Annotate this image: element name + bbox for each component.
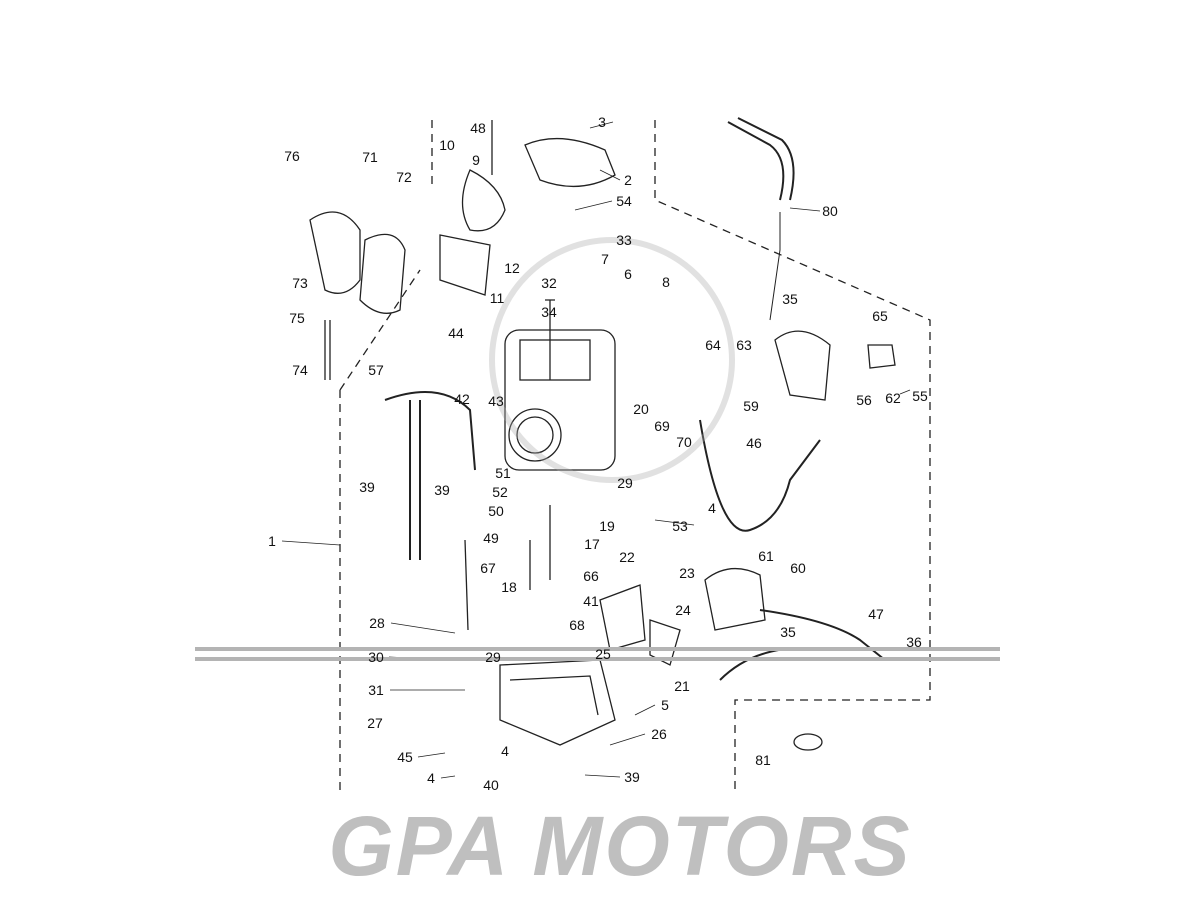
- part-label: 81: [755, 752, 771, 768]
- part-label: 64: [705, 337, 721, 353]
- part-label: 42: [454, 391, 470, 407]
- sensor-61: [704, 568, 766, 631]
- part-label: 2: [624, 172, 632, 188]
- part-label: 40: [483, 777, 499, 793]
- part-label: 23: [679, 565, 695, 581]
- part-label: 66: [583, 568, 599, 584]
- part-label: 20: [633, 401, 649, 417]
- plate-12: [439, 234, 491, 296]
- part-65: [867, 344, 896, 369]
- part-label: 45: [397, 749, 413, 765]
- part-label: 35: [780, 624, 796, 640]
- part-label: 33: [616, 232, 632, 248]
- part-label: 1: [268, 533, 276, 549]
- part-label: 39: [359, 479, 375, 495]
- part-label: 67: [480, 560, 496, 576]
- part-label: 54: [616, 193, 632, 209]
- part-label: 4: [501, 743, 509, 759]
- part-label: 57: [368, 362, 384, 378]
- part-label: 36: [906, 634, 922, 650]
- part-label: 72: [396, 169, 412, 185]
- part-label: 21: [674, 678, 690, 694]
- watermark-emblem: [489, 237, 735, 483]
- part-label: 73: [292, 275, 308, 291]
- cover-71: [309, 211, 361, 294]
- part-label: 43: [488, 393, 504, 409]
- part-label: 29: [617, 475, 633, 491]
- part-label: 53: [672, 518, 688, 534]
- part-label: 71: [362, 149, 378, 165]
- part-label: 39: [624, 769, 640, 785]
- part-label: 8: [662, 274, 670, 290]
- part-label: 25: [595, 646, 611, 662]
- part-label: 31: [368, 682, 384, 698]
- part-label: 4: [427, 770, 435, 786]
- part-label: 41: [583, 593, 599, 609]
- part-label: 76: [284, 148, 300, 164]
- part-label: 55: [912, 388, 928, 404]
- part-label: 74: [292, 362, 308, 378]
- part-label: 11: [489, 290, 505, 306]
- part-label: 75: [289, 310, 305, 326]
- clamp-81: [793, 733, 823, 751]
- part-label: 62: [885, 390, 901, 406]
- cable-46: [699, 419, 821, 532]
- watermark-lines: [195, 647, 1000, 661]
- bracket-21: [599, 584, 681, 666]
- watermark-logo: GPA MOTORS: [328, 799, 912, 893]
- part-label: 63: [736, 337, 752, 353]
- part-label: 49: [483, 530, 499, 546]
- needle: [464, 539, 469, 631]
- bracket-59: [774, 330, 831, 401]
- part-label: 6: [624, 266, 632, 282]
- part-label: 48: [470, 120, 486, 136]
- part-label: 47: [868, 606, 884, 622]
- float-bowl: [499, 659, 616, 746]
- part-label: 28: [369, 615, 385, 631]
- part-label: 65: [872, 308, 888, 324]
- part-label: 50: [488, 503, 504, 519]
- part-label: 34: [541, 304, 557, 320]
- part-label: 3: [598, 114, 606, 130]
- part-label: 9: [472, 152, 480, 168]
- hose-80: [727, 117, 795, 201]
- part-label: 12: [504, 260, 520, 276]
- hose-57: [384, 391, 476, 560]
- part-label: 60: [790, 560, 806, 576]
- part-label: 46: [746, 435, 762, 451]
- part-label: 17: [584, 536, 600, 552]
- gasket-72: [359, 233, 406, 314]
- part-label: 22: [619, 549, 635, 565]
- carburetor-body: [504, 299, 616, 471]
- part-label: 27: [367, 715, 383, 731]
- part-label: 29: [485, 649, 501, 665]
- part-label: 30: [368, 649, 384, 665]
- part-label: 10: [439, 137, 455, 153]
- part-label: 59: [743, 398, 759, 414]
- cable-47: [719, 609, 886, 681]
- part-label: 19: [599, 518, 615, 534]
- part-label: 24: [675, 602, 691, 618]
- part-label: 56: [856, 392, 872, 408]
- part-label: 18: [501, 579, 517, 595]
- dashed-boundary: [339, 120, 931, 790]
- part-label: 7: [601, 251, 609, 267]
- part-label: 5: [661, 697, 669, 713]
- part-label: 39: [434, 482, 450, 498]
- part-label: 80: [822, 203, 838, 219]
- part-label: 61: [758, 548, 774, 564]
- top-cover: [524, 137, 616, 188]
- part-label: 4: [708, 500, 716, 516]
- leader-lines: [281, 121, 911, 779]
- part-label: 51: [495, 465, 511, 481]
- part-label: 68: [569, 617, 585, 633]
- part-label: 52: [492, 484, 508, 500]
- part-label: 26: [651, 726, 667, 742]
- part-label: 32: [541, 275, 557, 291]
- part-label: 44: [448, 325, 464, 341]
- part-label: 70: [676, 434, 692, 450]
- part-label: 69: [654, 418, 670, 434]
- part-label: 35: [782, 291, 798, 307]
